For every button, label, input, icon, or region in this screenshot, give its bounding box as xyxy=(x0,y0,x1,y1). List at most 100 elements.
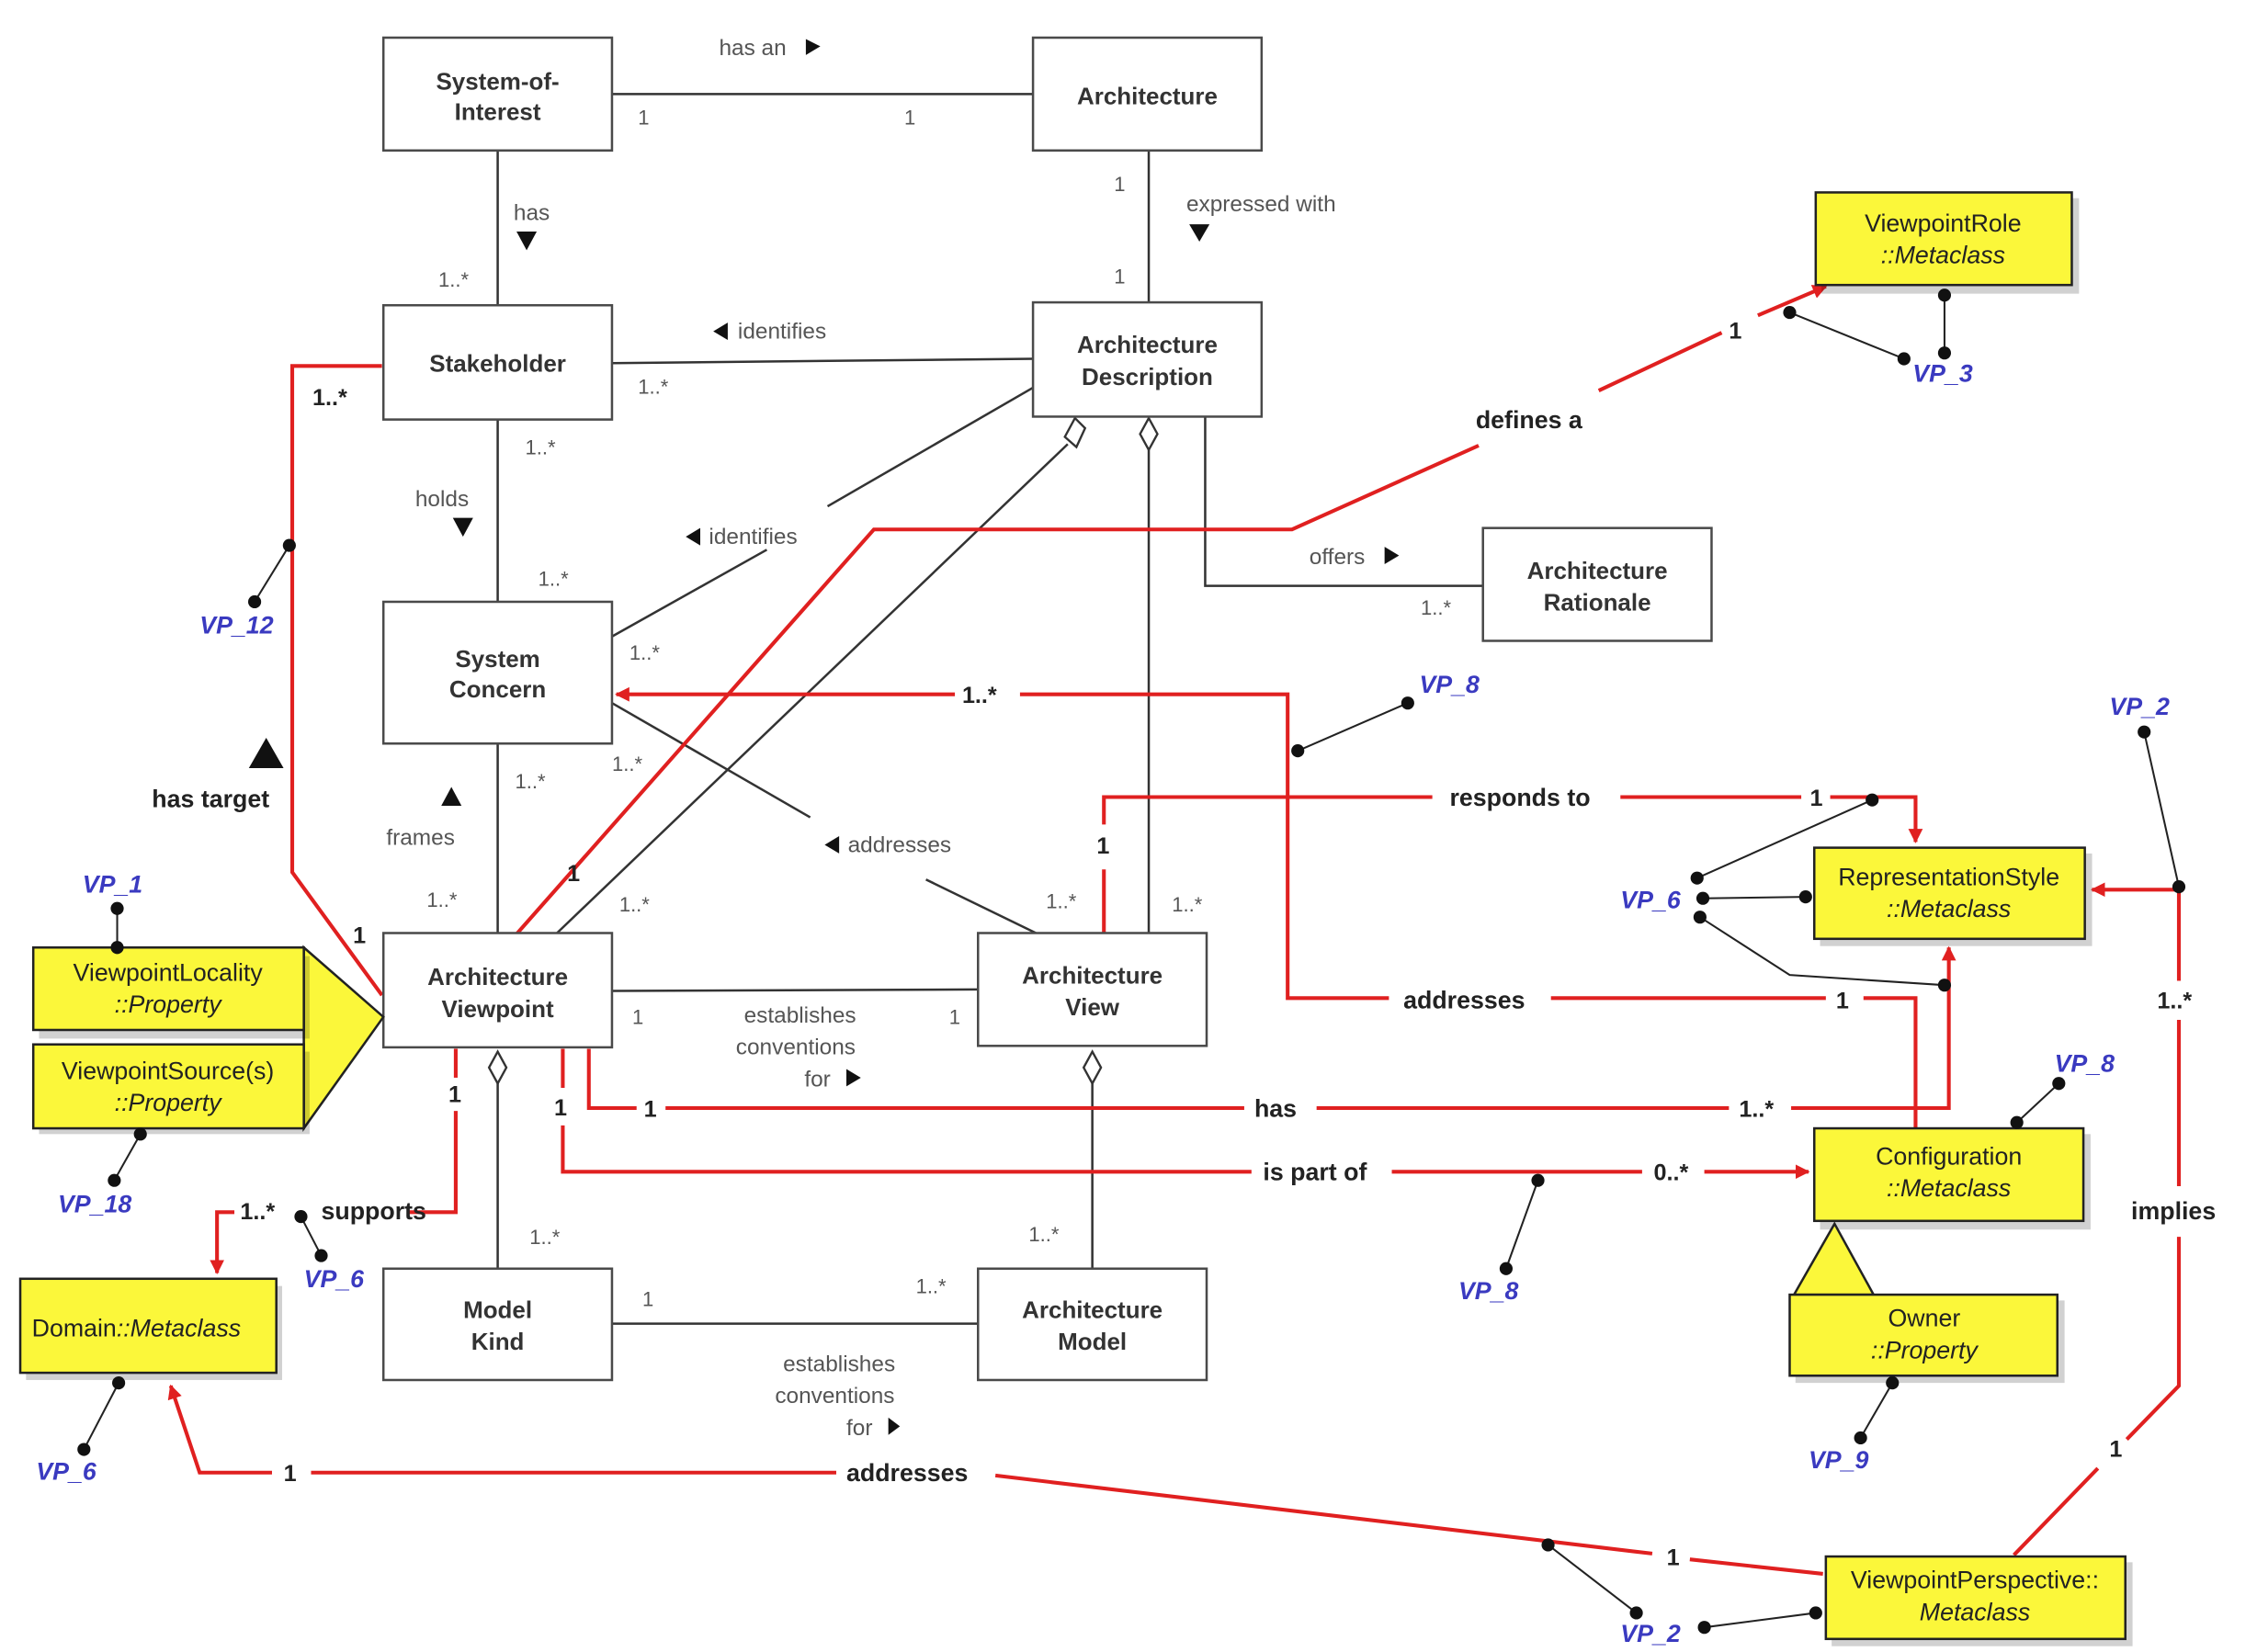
class-stakeholder[interactable]: Stakeholder xyxy=(381,303,614,421)
label-has-an: has an xyxy=(719,36,786,61)
metaclass-domain[interactable]: Domain::Metaclass xyxy=(18,1277,282,1380)
extension-multiplicities: 1..* 1 1 1 1..* 1 1 1 1..* 1 1 1 1..* 0.… xyxy=(240,318,2192,1570)
vp-ref[interactable]: VP_12 xyxy=(199,612,273,639)
label-has: has xyxy=(514,200,550,225)
ext-supports-3 xyxy=(210,1210,235,1275)
svg-text:1: 1 xyxy=(554,1095,567,1121)
extension-labels: defines a has target responds to address… xyxy=(152,406,2216,1487)
assoc-ad-rationale xyxy=(1204,416,1483,587)
metaclass-viewpoint-role[interactable]: ViewpointRole ::Metaclass xyxy=(1814,191,2080,294)
svg-text:1: 1 xyxy=(949,1006,960,1029)
multiplicities: 1 1 1..* 1 1 1..* 1..* 1..* 1..* 1..* 1.… xyxy=(426,106,1451,1310)
svg-text:1: 1 xyxy=(644,1096,657,1122)
vp-ref[interactable]: VP_6 xyxy=(36,1458,97,1486)
assoc-concern-view-a xyxy=(611,702,811,819)
svg-text:::Property: ::Property xyxy=(115,990,223,1018)
svg-text:0..*: 0..* xyxy=(1653,1160,1688,1186)
class-architecture-description[interactable]: Architecture Description xyxy=(1031,300,1264,418)
assoc-concern-view-b xyxy=(925,878,1037,934)
label-responds-to: responds to xyxy=(1450,784,1591,811)
label-defines-a: defines a xyxy=(1476,406,1583,434)
svg-text:1..*: 1..* xyxy=(638,375,668,398)
svg-text:1..*: 1..* xyxy=(438,268,469,291)
svg-text:1: 1 xyxy=(1836,988,1849,1013)
ext-has-target xyxy=(289,364,384,997)
vp-ref[interactable]: VP_6 xyxy=(304,1265,366,1293)
svg-text:ViewpointPerspective::: ViewpointPerspective:: xyxy=(1851,1567,2099,1594)
svg-text:Rationale: Rationale xyxy=(1544,588,1651,616)
svg-text:1: 1 xyxy=(353,923,366,949)
metaclass-configuration[interactable]: Configuration ::Metaclass xyxy=(1812,1126,2091,1230)
vp-ref[interactable]: VP_8 xyxy=(2055,1050,2115,1078)
vp-ref[interactable]: VP_6 xyxy=(1620,887,1682,914)
svg-text:1..*: 1..* xyxy=(1046,890,1076,913)
svg-text:Owner: Owner xyxy=(1888,1305,1960,1332)
svg-text:Configuration: Configuration xyxy=(1876,1142,2022,1170)
label-frames: frames xyxy=(386,825,455,850)
direction-arrow-icon xyxy=(248,737,284,769)
property-owner[interactable]: Owner ::Property xyxy=(1788,1221,2065,1384)
svg-text:1: 1 xyxy=(1096,833,1109,859)
label-implies: implies xyxy=(2131,1197,2216,1225)
svg-text:establishes: establishes xyxy=(744,1003,856,1028)
ext-concern-right xyxy=(1019,692,1389,1001)
svg-text:Model: Model xyxy=(1058,1328,1127,1355)
direction-arrow-icon xyxy=(686,527,700,546)
assoc-viewpoint-view xyxy=(611,988,979,992)
svg-text:establishes: establishes xyxy=(783,1352,895,1377)
vp-ref[interactable]: VP_9 xyxy=(1809,1446,1869,1474)
label-identifies-concern: identifies xyxy=(709,525,797,549)
metaclass-viewpoint-perspective[interactable]: ViewpointPerspective:: Metaclass xyxy=(1824,1555,2133,1646)
class-architecture-rationale[interactable]: Architecture Rationale xyxy=(1481,526,1713,642)
ext-addresses-right-2 xyxy=(1863,996,1918,1129)
class-architecture-viewpoint[interactable]: Architecture Viewpoint xyxy=(381,932,614,1049)
vp-ref[interactable]: VP_18 xyxy=(58,1190,131,1217)
svg-text:1: 1 xyxy=(632,1006,643,1029)
class-system-of-interest[interactable]: System-of- Interest xyxy=(381,36,614,153)
assoc-ad-concern-b xyxy=(611,549,768,638)
svg-text:1..*: 1..* xyxy=(525,436,555,458)
svg-text:System: System xyxy=(455,645,539,673)
black-associations xyxy=(487,93,1483,1325)
svg-text:ViewpointSource(s): ViewpointSource(s) xyxy=(62,1058,274,1085)
class-system-concern[interactable]: System Concern xyxy=(381,600,614,745)
vp-connectors xyxy=(77,289,2186,1635)
label-holds: holds xyxy=(415,487,469,512)
direction-arrow-icon xyxy=(1384,547,1400,565)
metaclass-representation-style[interactable]: RepresentationStyle ::Metaclass xyxy=(1812,846,2093,946)
svg-text:1..*: 1..* xyxy=(529,1226,560,1249)
svg-text:1: 1 xyxy=(1667,1545,1680,1570)
class-model-kind[interactable]: Model Kind xyxy=(381,1267,614,1382)
direction-arrow-icon xyxy=(713,322,728,341)
label-identifies-stakeholder: identifies xyxy=(738,319,826,344)
svg-text:1..*: 1..* xyxy=(629,641,660,664)
vp-labels: VP_12 VP_1 VP_18 VP_6 VP_6 VP_3 VP_8 VP_… xyxy=(36,360,2170,1647)
svg-text:1..*: 1..* xyxy=(1421,596,1451,619)
ext-implies-4 xyxy=(2013,1466,2100,1556)
svg-text:ViewpointLocality: ViewpointLocality xyxy=(74,958,264,986)
svg-text:View: View xyxy=(1065,993,1120,1021)
vp-ref[interactable]: VP_8 xyxy=(1419,671,1480,698)
svg-text:1: 1 xyxy=(1114,173,1125,196)
class-architecture-model[interactable]: Architecture Model xyxy=(977,1267,1208,1382)
ext-implies-3 xyxy=(2125,1237,2182,1441)
label-has-configuration: has xyxy=(1254,1094,1297,1122)
vp-ref[interactable]: VP_1 xyxy=(83,870,142,898)
vp-ref[interactable]: VP_3 xyxy=(1912,360,1973,388)
vp-ref[interactable]: VP_2 xyxy=(2109,693,2170,720)
class-architecture[interactable]: Architecture xyxy=(1031,36,1264,153)
aggregation-diamond-icon xyxy=(487,1049,508,1086)
class-architecture-view[interactable]: Architecture View xyxy=(977,932,1208,1047)
svg-text:1: 1 xyxy=(1114,266,1125,289)
vp-ref[interactable]: VP_2 xyxy=(1620,1620,1681,1647)
aggregation-diamond-icon xyxy=(1082,1049,1103,1086)
svg-text:Architecture: Architecture xyxy=(1022,962,1163,990)
svg-text:::Property: ::Property xyxy=(115,1089,223,1116)
direction-arrow-icon xyxy=(888,1417,901,1435)
vp-ref[interactable]: VP_8 xyxy=(1458,1277,1519,1305)
association-labels: has an has expressed with identifies hol… xyxy=(386,36,1400,1441)
label-is-part-of: is part of xyxy=(1263,1159,1367,1186)
property-viewpoint-group[interactable]: ViewpointLocality ::Property ViewpointSo… xyxy=(31,945,385,1135)
ext-part-2 xyxy=(561,1125,1252,1174)
